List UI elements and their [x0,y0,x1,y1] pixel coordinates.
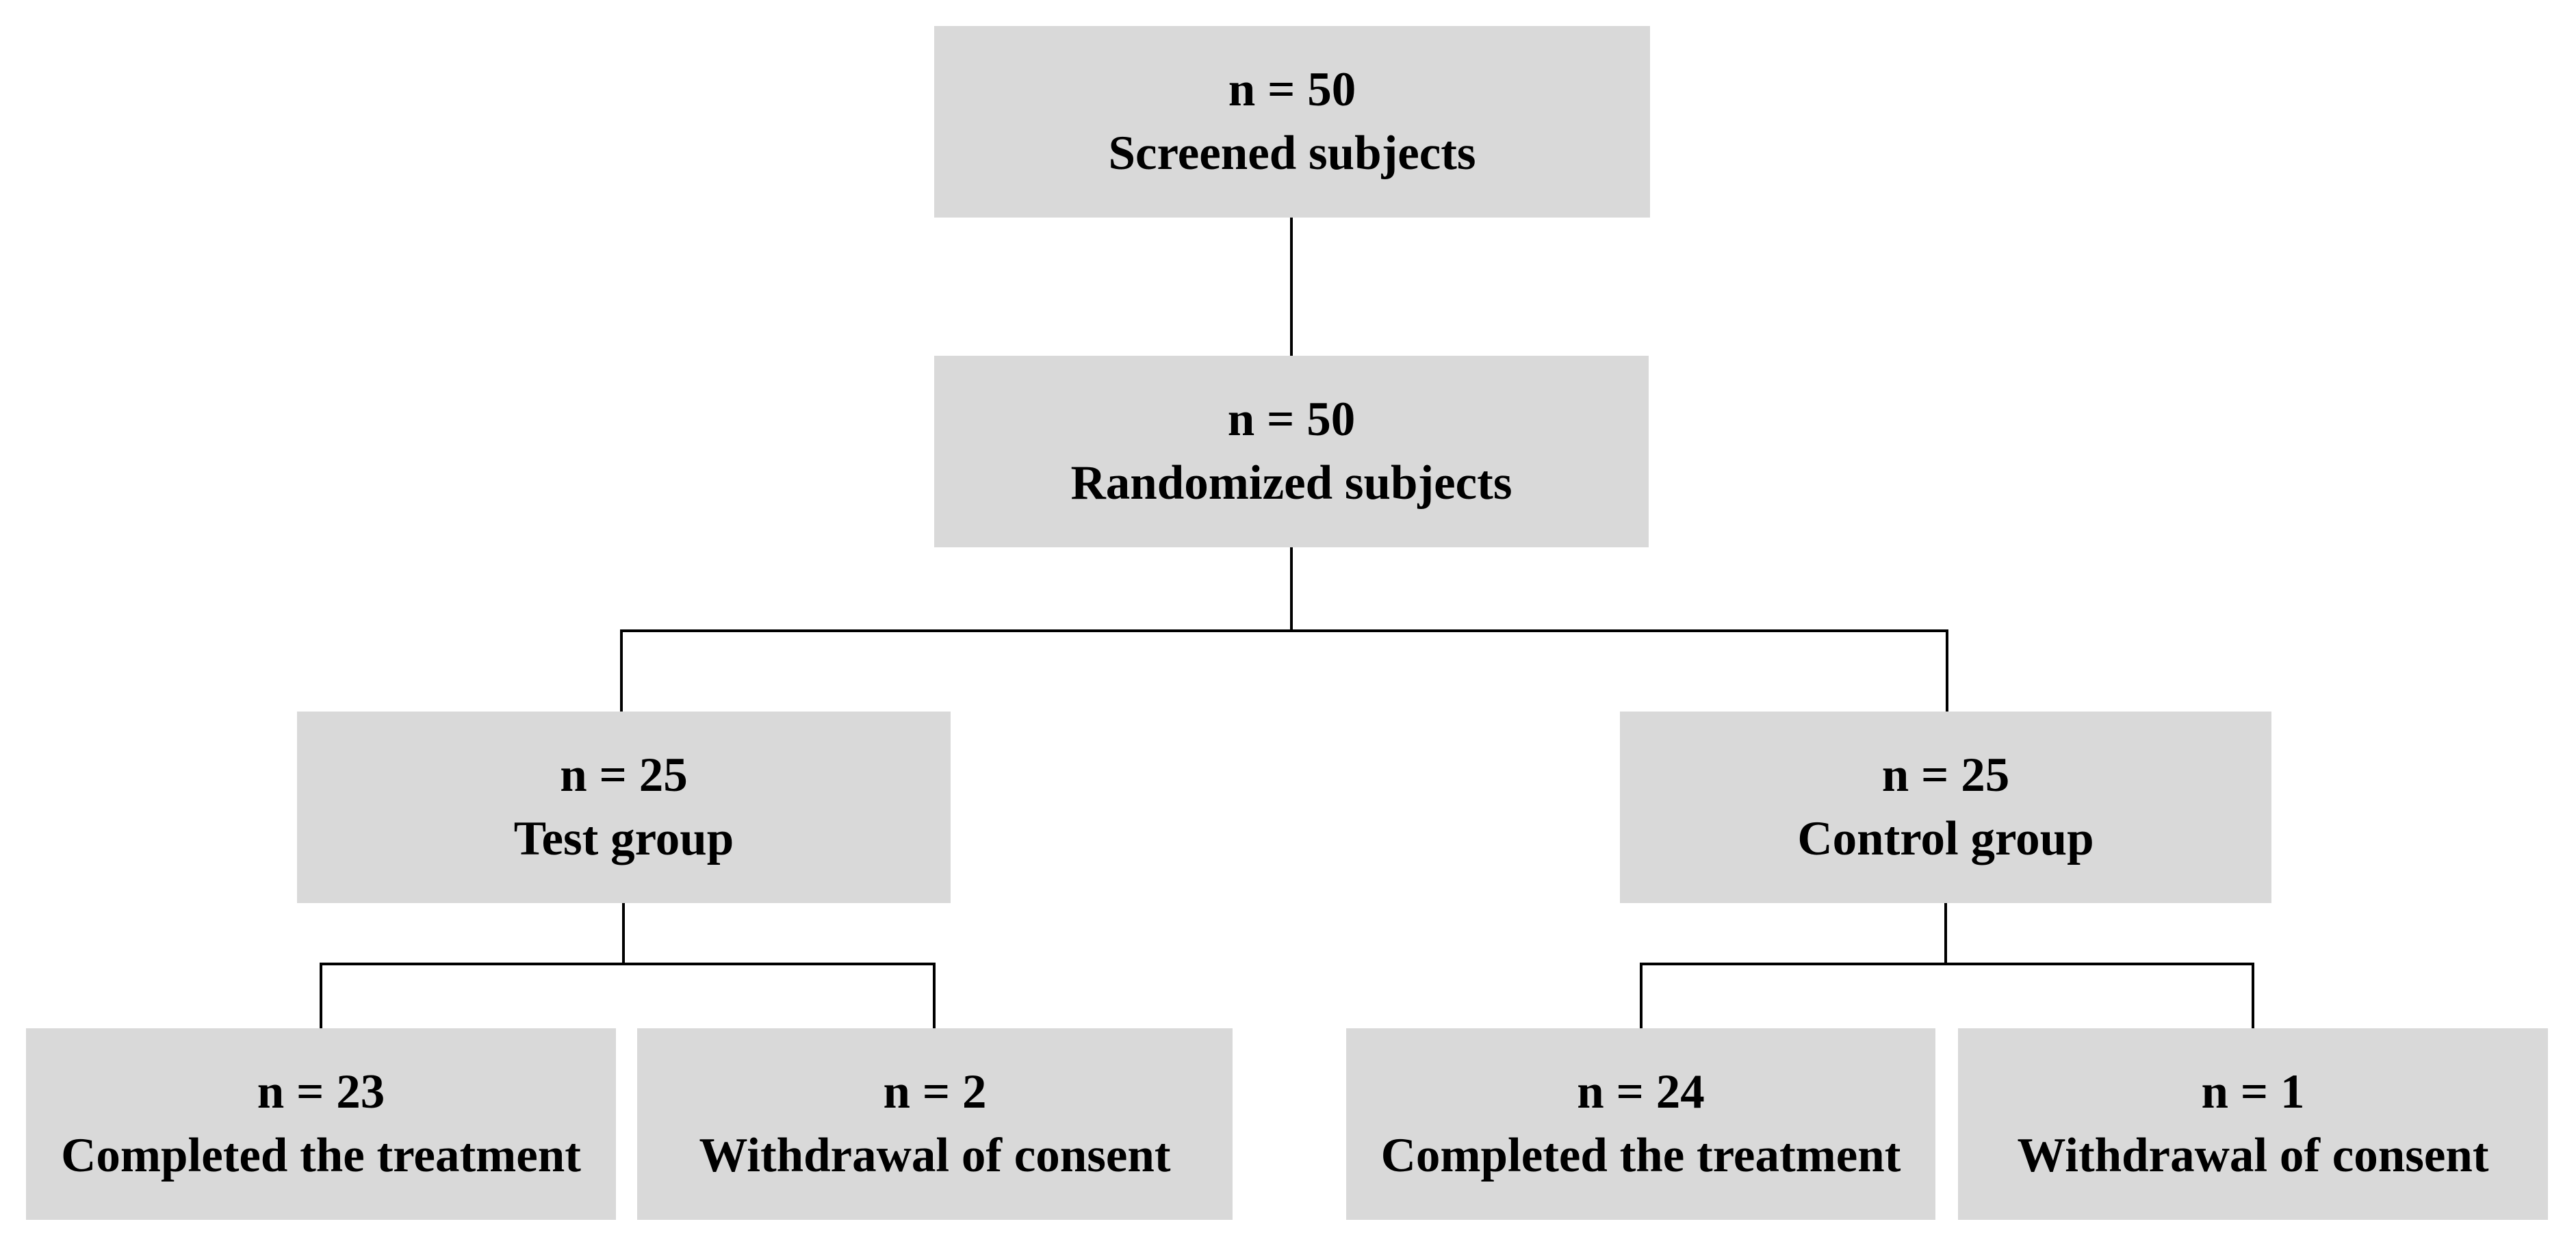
flow-node-screened-subjects: n = 50 Screened subjects [934,26,1650,218]
edge-drop-to-completed-control [1640,963,1643,1028]
node-count: n = 50 [1227,393,1356,446]
flow-node-withdrawal-consent-control: n = 1 Withdrawal of consent [1958,1028,2548,1220]
node-count: n = 25 [1881,748,2010,802]
edge-drop-to-completed-test [320,963,322,1028]
node-label: Completed the treatment [61,1129,581,1182]
node-label: Withdrawal of consent [699,1129,1171,1182]
node-count: n = 25 [560,748,688,802]
flow-node-completed-treatment-control: n = 24 Completed the treatment [1346,1028,1935,1220]
node-count: n = 24 [1577,1065,1705,1119]
node-count: n = 50 [1228,63,1356,116]
flow-node-randomized-subjects: n = 50 Randomized subjects [934,356,1649,547]
edge-randomized-split-bar [620,629,1948,632]
edge-test-group-stem [622,903,625,965]
edge-drop-to-withdrawal-test [933,963,936,1028]
node-label: Completed the treatment [1380,1129,1901,1182]
edge-test-split-bar [320,963,936,965]
node-label: Screened subjects [1108,127,1476,180]
edge-randomized-stem [1290,547,1293,631]
edge-control-split-bar [1640,963,2254,965]
node-count: n = 23 [257,1065,385,1119]
flow-node-test-group: n = 25 Test group [297,712,951,903]
node-label: Randomized subjects [1070,456,1512,510]
edge-drop-to-control-group [1946,629,1948,712]
flow-node-control-group: n = 25 Control group [1620,712,2271,903]
node-label: Withdrawal of consent [2017,1129,2489,1182]
node-label: Control group [1797,812,2094,865]
edge-control-group-stem [1944,903,1947,965]
node-label: Test group [513,812,734,865]
flow-node-completed-treatment-test: n = 23 Completed the treatment [26,1028,616,1220]
node-count: n = 1 [2201,1065,2305,1119]
edge-drop-to-withdrawal-control [2252,963,2254,1028]
node-count: n = 2 [883,1065,987,1119]
flow-node-withdrawal-consent-test: n = 2 Withdrawal of consent [637,1028,1233,1220]
edge-drop-to-test-group [620,629,623,712]
edge-screened-to-randomized [1290,218,1293,356]
